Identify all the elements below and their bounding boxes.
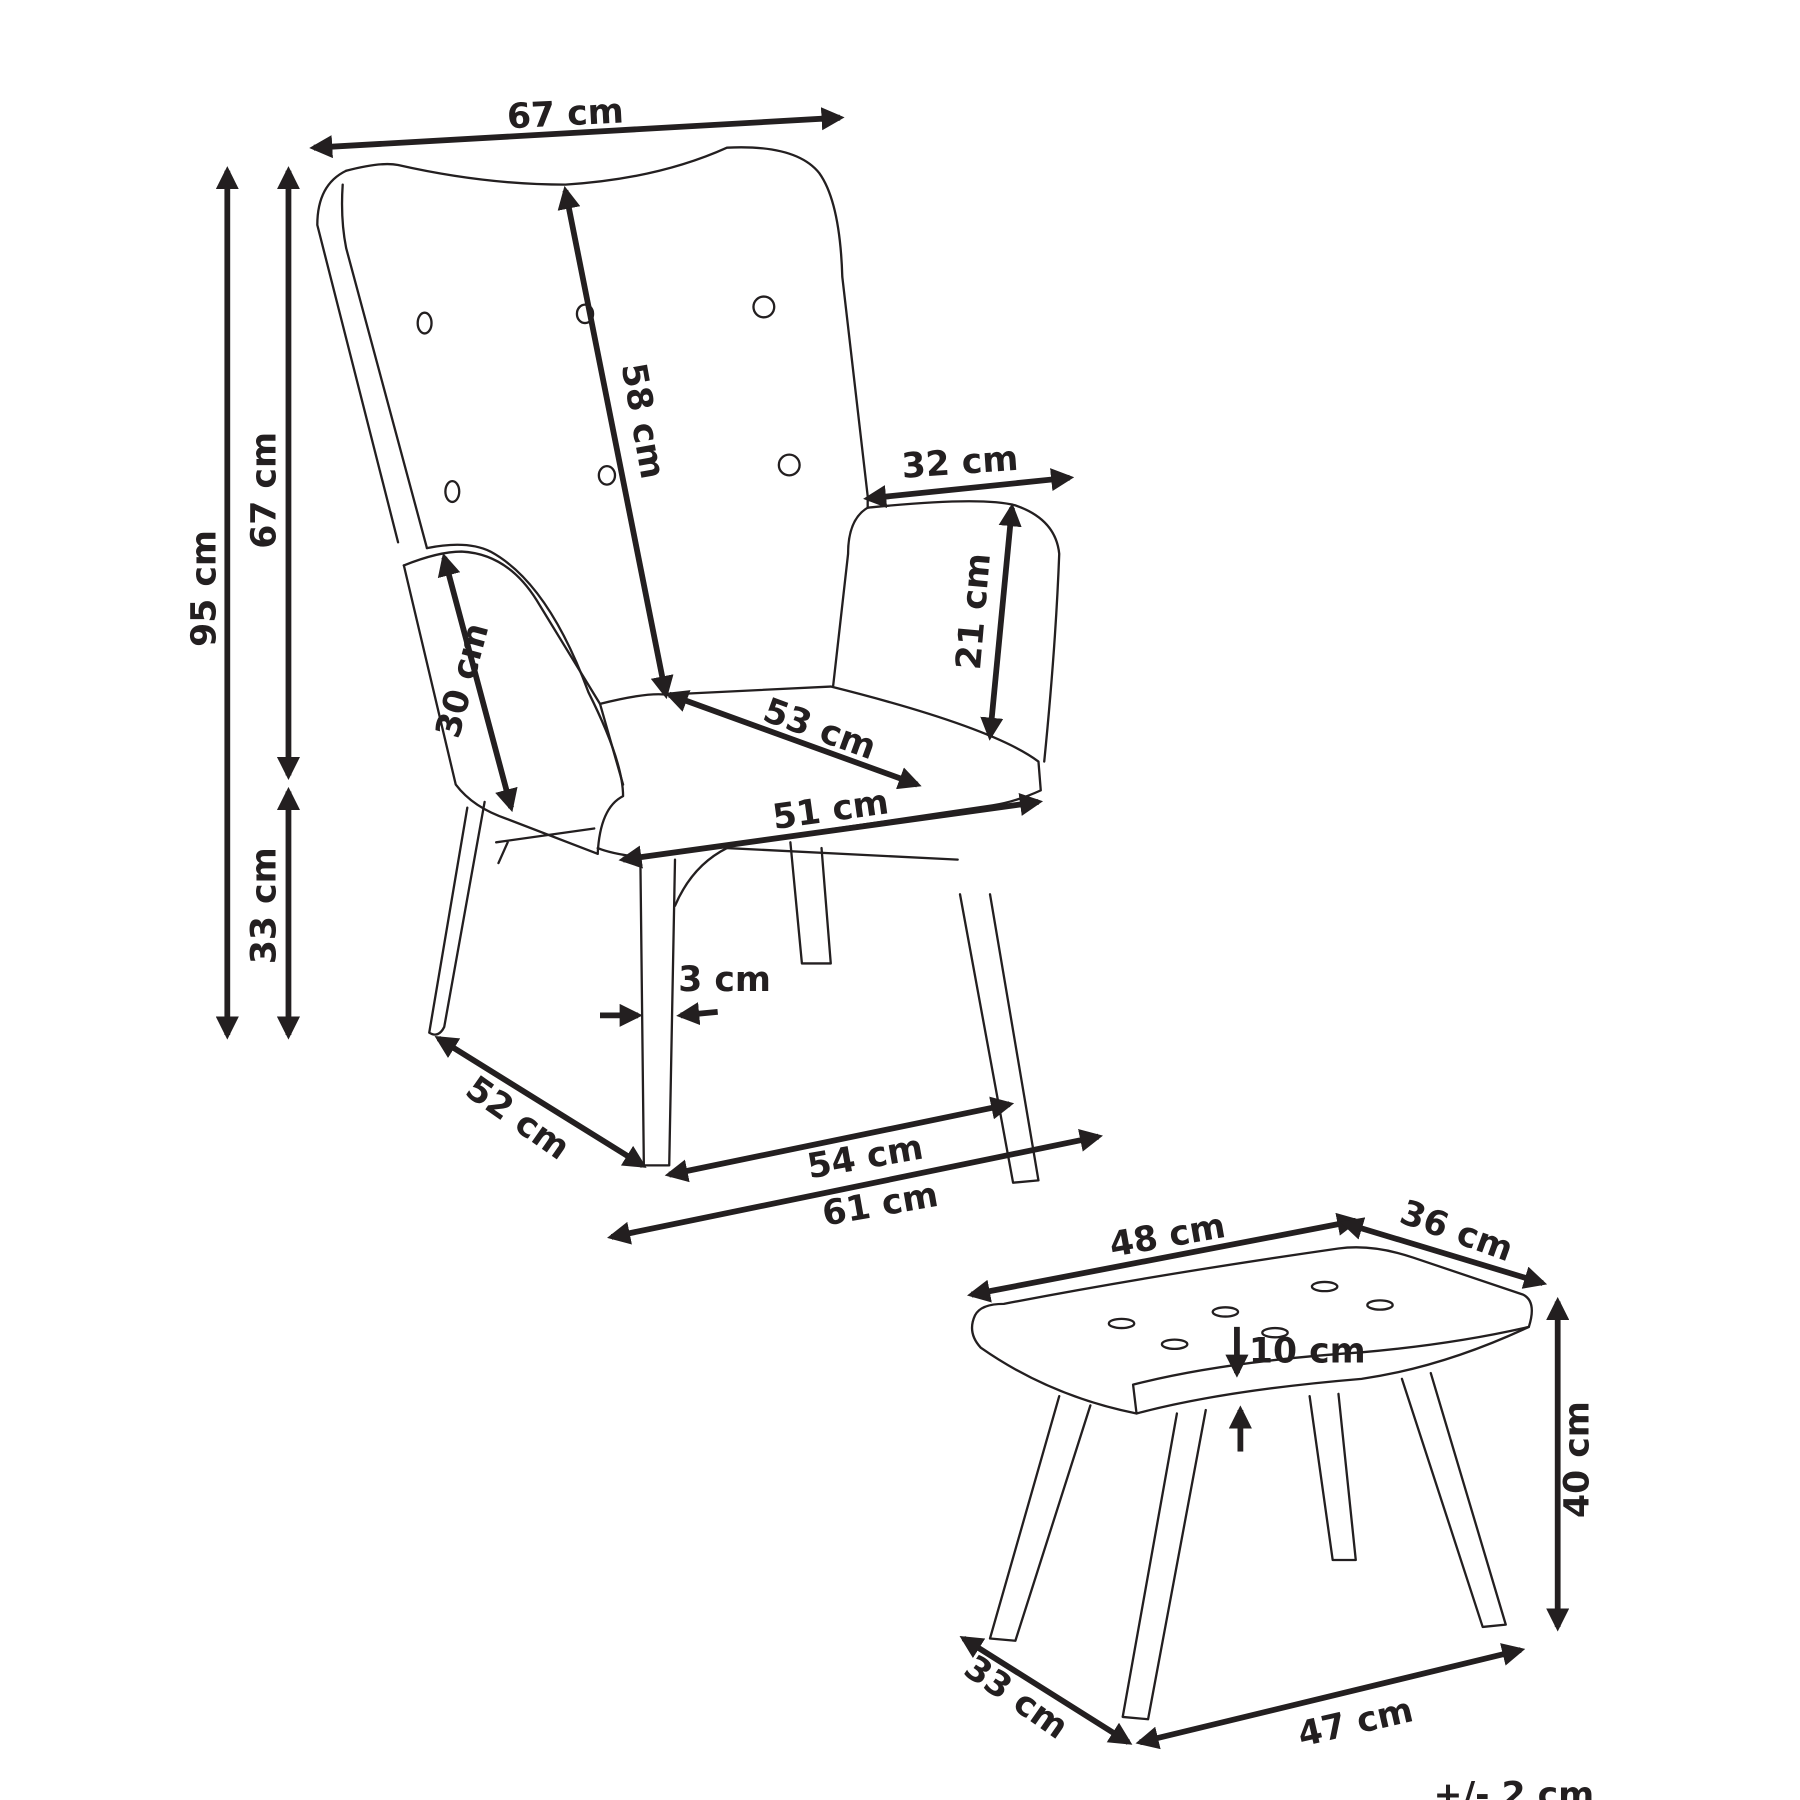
dimension-arrows: [215, 107, 1570, 1750]
chair-back-height-label: 67 cm: [244, 432, 284, 549]
armchair-outline: [316, 146, 1061, 1184]
chair-base-depth-label: 52 cm: [458, 1069, 577, 1169]
ottoman-outline: [970, 1246, 1533, 1721]
armrest-width-label: 32 cm: [900, 439, 1019, 487]
ottoman-cushion-label: 10 cm: [1249, 1331, 1366, 1371]
chair-seat-height-label: 33 cm: [244, 847, 284, 964]
armrest-height-label: 21 cm: [949, 552, 999, 672]
ottoman-height-label: 40 cm: [1557, 1401, 1597, 1518]
chair-width-label: 67 cm: [506, 91, 625, 137]
chair-base-outer-width-label: 61 cm: [819, 1175, 941, 1235]
tolerance-note: +/- 2 cm: [1433, 1776, 1594, 1800]
chair-total-height-label: 95 cm: [184, 530, 224, 647]
seat-depth-label: 53 cm: [758, 691, 881, 769]
seat-width-label: 51 cm: [770, 782, 891, 838]
leg-thickness-label: 3 cm: [678, 960, 771, 1000]
